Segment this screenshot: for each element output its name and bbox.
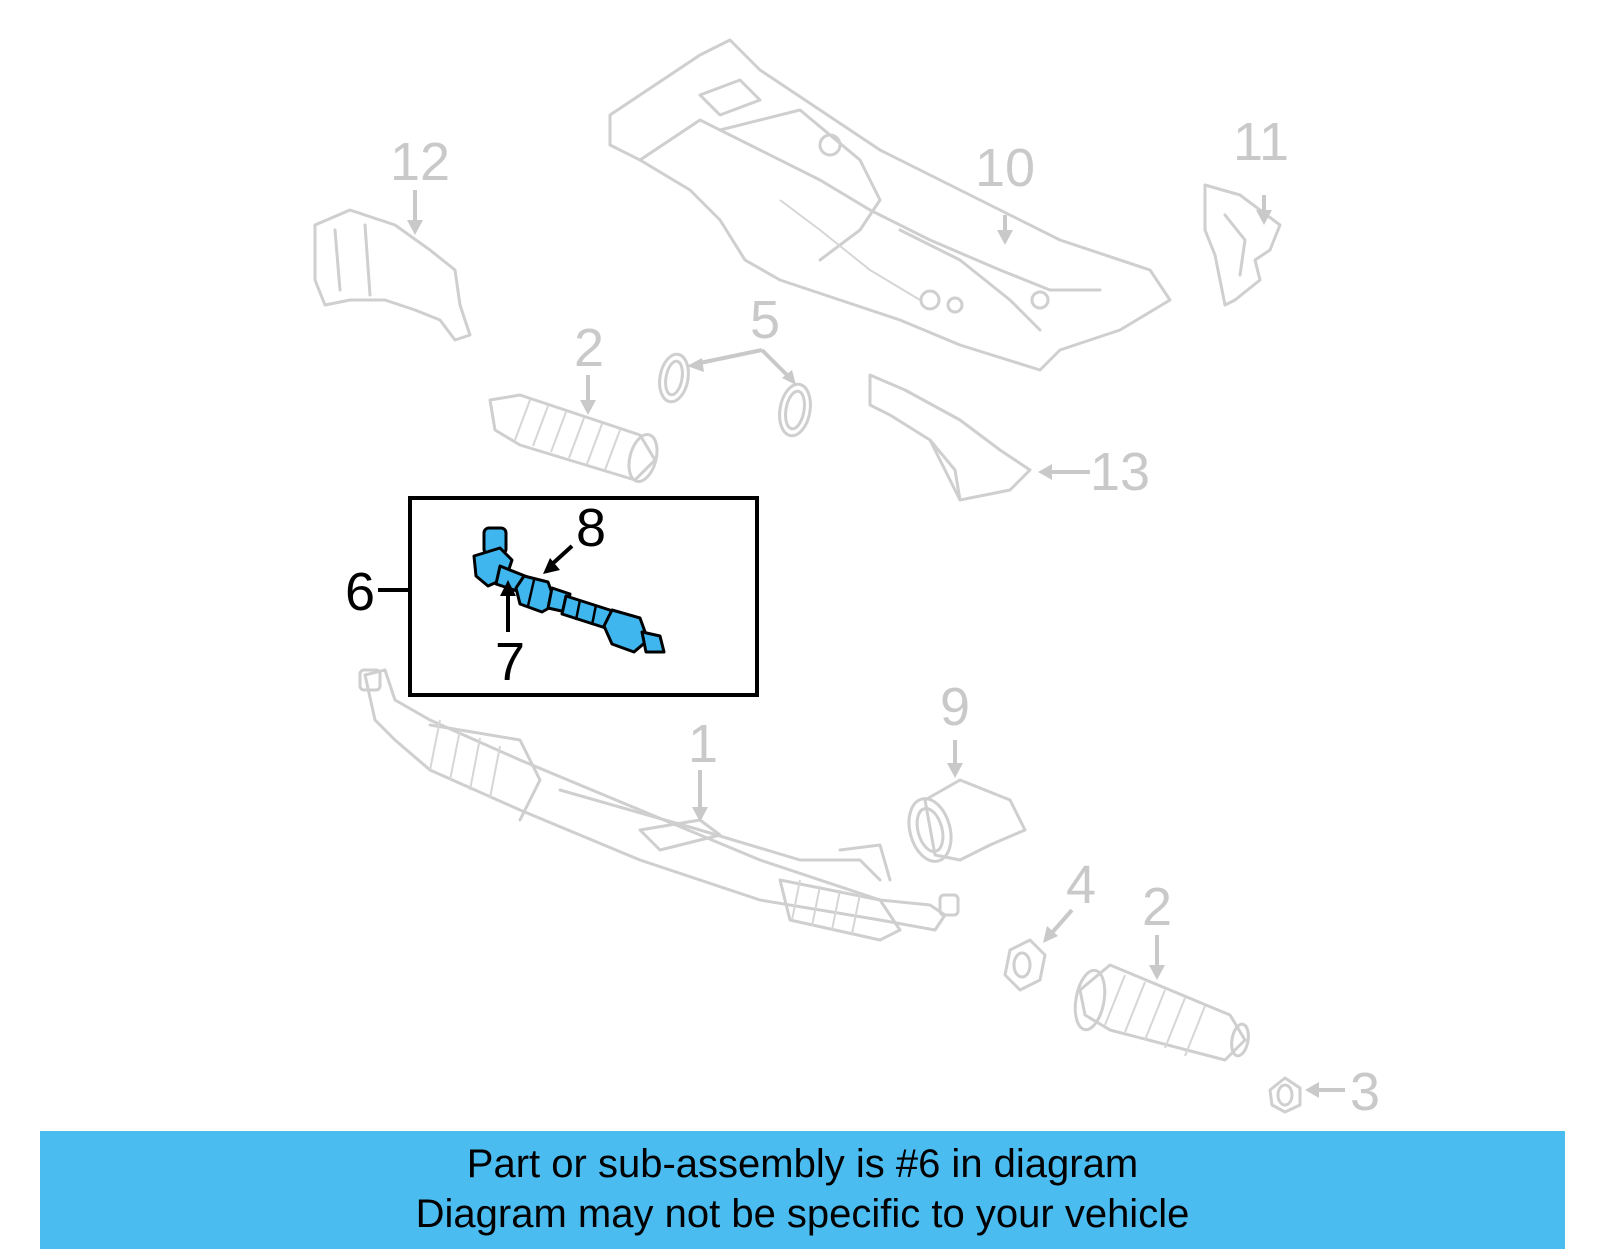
callout-1: 1 bbox=[688, 714, 718, 774]
part-12-bracket bbox=[313, 208, 472, 342]
callout-7: 7 bbox=[495, 632, 525, 692]
info-banner: Part or sub-assembly is #6 in diagram Di… bbox=[40, 1131, 1565, 1249]
callout-box-6 bbox=[408, 496, 759, 697]
callout-2-lower: 2 bbox=[1142, 877, 1172, 937]
callout-4: 4 bbox=[1066, 855, 1096, 915]
part-10-crossmember bbox=[608, 38, 1172, 372]
part-2-boot-lower bbox=[1073, 963, 1250, 1062]
callout-13: 13 bbox=[1090, 442, 1150, 502]
part-3-clamp bbox=[1268, 1076, 1302, 1114]
part-4-clamp bbox=[1003, 938, 1047, 992]
part-9-boot bbox=[907, 778, 1027, 863]
callout-3: 3 bbox=[1350, 1062, 1380, 1122]
part-5-o-rings bbox=[658, 352, 812, 438]
callout-10: 10 bbox=[975, 138, 1035, 198]
part-2-boot-upper bbox=[488, 393, 659, 483]
part-13-deflector bbox=[868, 373, 1032, 502]
leader-lines bbox=[378, 190, 1345, 1098]
part-11-bracket bbox=[1203, 183, 1282, 307]
callout-8: 8 bbox=[576, 498, 606, 558]
banner-line-2: Diagram may not be specific to your vehi… bbox=[415, 1192, 1190, 1236]
callout-2-upper: 2 bbox=[574, 318, 604, 378]
callout-6: 6 bbox=[345, 562, 375, 622]
part-1-steering-rack bbox=[358, 668, 960, 942]
callout-12: 12 bbox=[390, 132, 450, 192]
callout-11: 11 bbox=[1233, 112, 1289, 172]
banner-line-1: Part or sub-assembly is #6 in diagram bbox=[466, 1142, 1139, 1186]
callout-9: 9 bbox=[940, 677, 970, 737]
callout-5: 5 bbox=[750, 290, 780, 350]
part-6-tie-rod-highlight bbox=[472, 526, 666, 654]
